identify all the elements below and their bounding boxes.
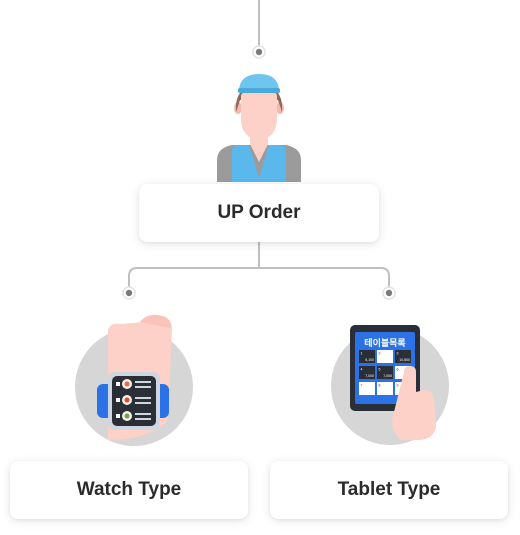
table-tile: [377, 350, 393, 363]
table-tile-number: 7: [361, 384, 363, 388]
up-order-label: UP Order: [217, 202, 301, 223]
tablet-type-card: Tablet Type: [270, 461, 508, 519]
table-tile-number: 1: [361, 352, 363, 356]
connector-dot-left: [125, 289, 133, 297]
table-tile: [359, 382, 375, 395]
table-tile-amount: 10,500: [399, 358, 410, 362]
table-tile-amount: 6,100: [365, 358, 374, 362]
watch-list-icon: [116, 379, 151, 421]
table-tile-number: 3: [397, 352, 399, 356]
watch-type-label: Watch Type: [76, 479, 182, 500]
tablet-type-label: Tablet Type: [337, 479, 441, 500]
table-tile-number: 5: [379, 368, 381, 372]
table-tile: [359, 350, 375, 363]
hand-icon: [392, 366, 436, 440]
table-tile-amount: 7,000: [383, 374, 392, 378]
table-tile-number: 8: [379, 384, 381, 388]
up-order-card: UP Order: [139, 184, 379, 242]
connector-dot-right: [385, 289, 393, 297]
connector-dot-top: [255, 48, 263, 56]
table-tile-number: 9: [397, 384, 399, 388]
table-tile: [377, 382, 393, 395]
table-tile: [395, 350, 411, 363]
table-tile-number: 2: [379, 352, 381, 356]
table-tile-number: 4: [361, 368, 363, 372]
branch-connector: [128, 242, 390, 290]
table-tile: [377, 366, 393, 379]
table-tile: [359, 366, 375, 379]
table-tile-number: 6: [397, 368, 399, 372]
watch-type-card: Watch Type: [10, 461, 248, 519]
tablet-screen-title: 테이블목록: [364, 339, 406, 349]
table-tile-amount: 7,000: [365, 374, 374, 378]
